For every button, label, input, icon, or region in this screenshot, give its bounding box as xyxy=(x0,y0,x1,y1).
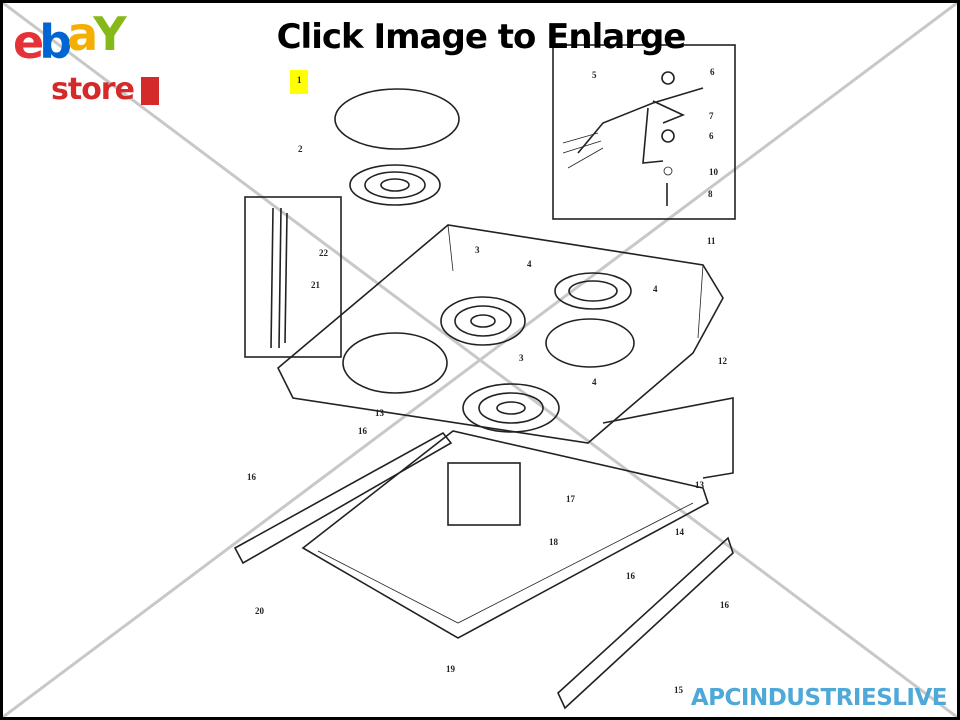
callout-7: 7 xyxy=(709,111,714,121)
right-rail xyxy=(557,536,734,710)
callout-5: 5 xyxy=(592,70,597,80)
callout-13: 13 xyxy=(375,408,384,418)
callout-3b: 3 xyxy=(519,353,524,363)
exploded-parts-diagram xyxy=(3,3,957,717)
terminal-block xyxy=(447,462,521,526)
trim-ring xyxy=(334,88,460,150)
callout-6: 6 xyxy=(710,67,715,77)
callout-1: 1 xyxy=(297,75,302,85)
callout-6b: 6 xyxy=(709,131,714,141)
left-rail xyxy=(233,431,453,565)
callout-20: 20 xyxy=(255,606,264,616)
callout-10: 10 xyxy=(709,167,718,177)
callout-4c: 4 xyxy=(592,377,597,387)
callout-11: 11 xyxy=(707,236,716,246)
callout-8: 8 xyxy=(708,189,713,199)
callout-22: 22 xyxy=(319,248,328,258)
callout-16: 16 xyxy=(358,426,367,436)
element-bracket-inset-box xyxy=(244,196,342,358)
nut-part xyxy=(661,71,675,85)
nut-part xyxy=(661,129,675,143)
store-watermark: APCINDUSTRIESLIVE xyxy=(690,685,948,711)
callout-18: 18 xyxy=(549,537,558,547)
ebay-store-logo[interactable]: ebaY store xyxy=(13,9,163,107)
callout-4: 4 xyxy=(527,259,532,269)
highlight-marker xyxy=(290,70,308,94)
callout-2: 2 xyxy=(298,144,303,154)
callout-16d: 16 xyxy=(720,600,729,610)
callout-21: 21 xyxy=(311,280,320,290)
cross-line xyxy=(3,3,957,717)
door-icon xyxy=(141,77,159,105)
callout-4b: 4 xyxy=(653,284,658,294)
callout-13b: 13 xyxy=(695,480,704,490)
drip-pan xyxy=(301,430,709,639)
callout-19: 19 xyxy=(446,664,455,674)
callout-12: 12 xyxy=(718,356,727,366)
page-title[interactable]: Click Image to Enlarge xyxy=(276,17,687,57)
callout-16c: 16 xyxy=(626,571,635,581)
callout-15: 15 xyxy=(674,685,683,695)
callout-3: 3 xyxy=(475,245,480,255)
callout-16b: 16 xyxy=(247,472,256,482)
callout-14: 14 xyxy=(675,527,684,537)
cooktop xyxy=(277,224,724,444)
wire-inset-box xyxy=(552,44,736,220)
braided-wire xyxy=(577,87,704,154)
callout-17: 17 xyxy=(566,494,575,504)
